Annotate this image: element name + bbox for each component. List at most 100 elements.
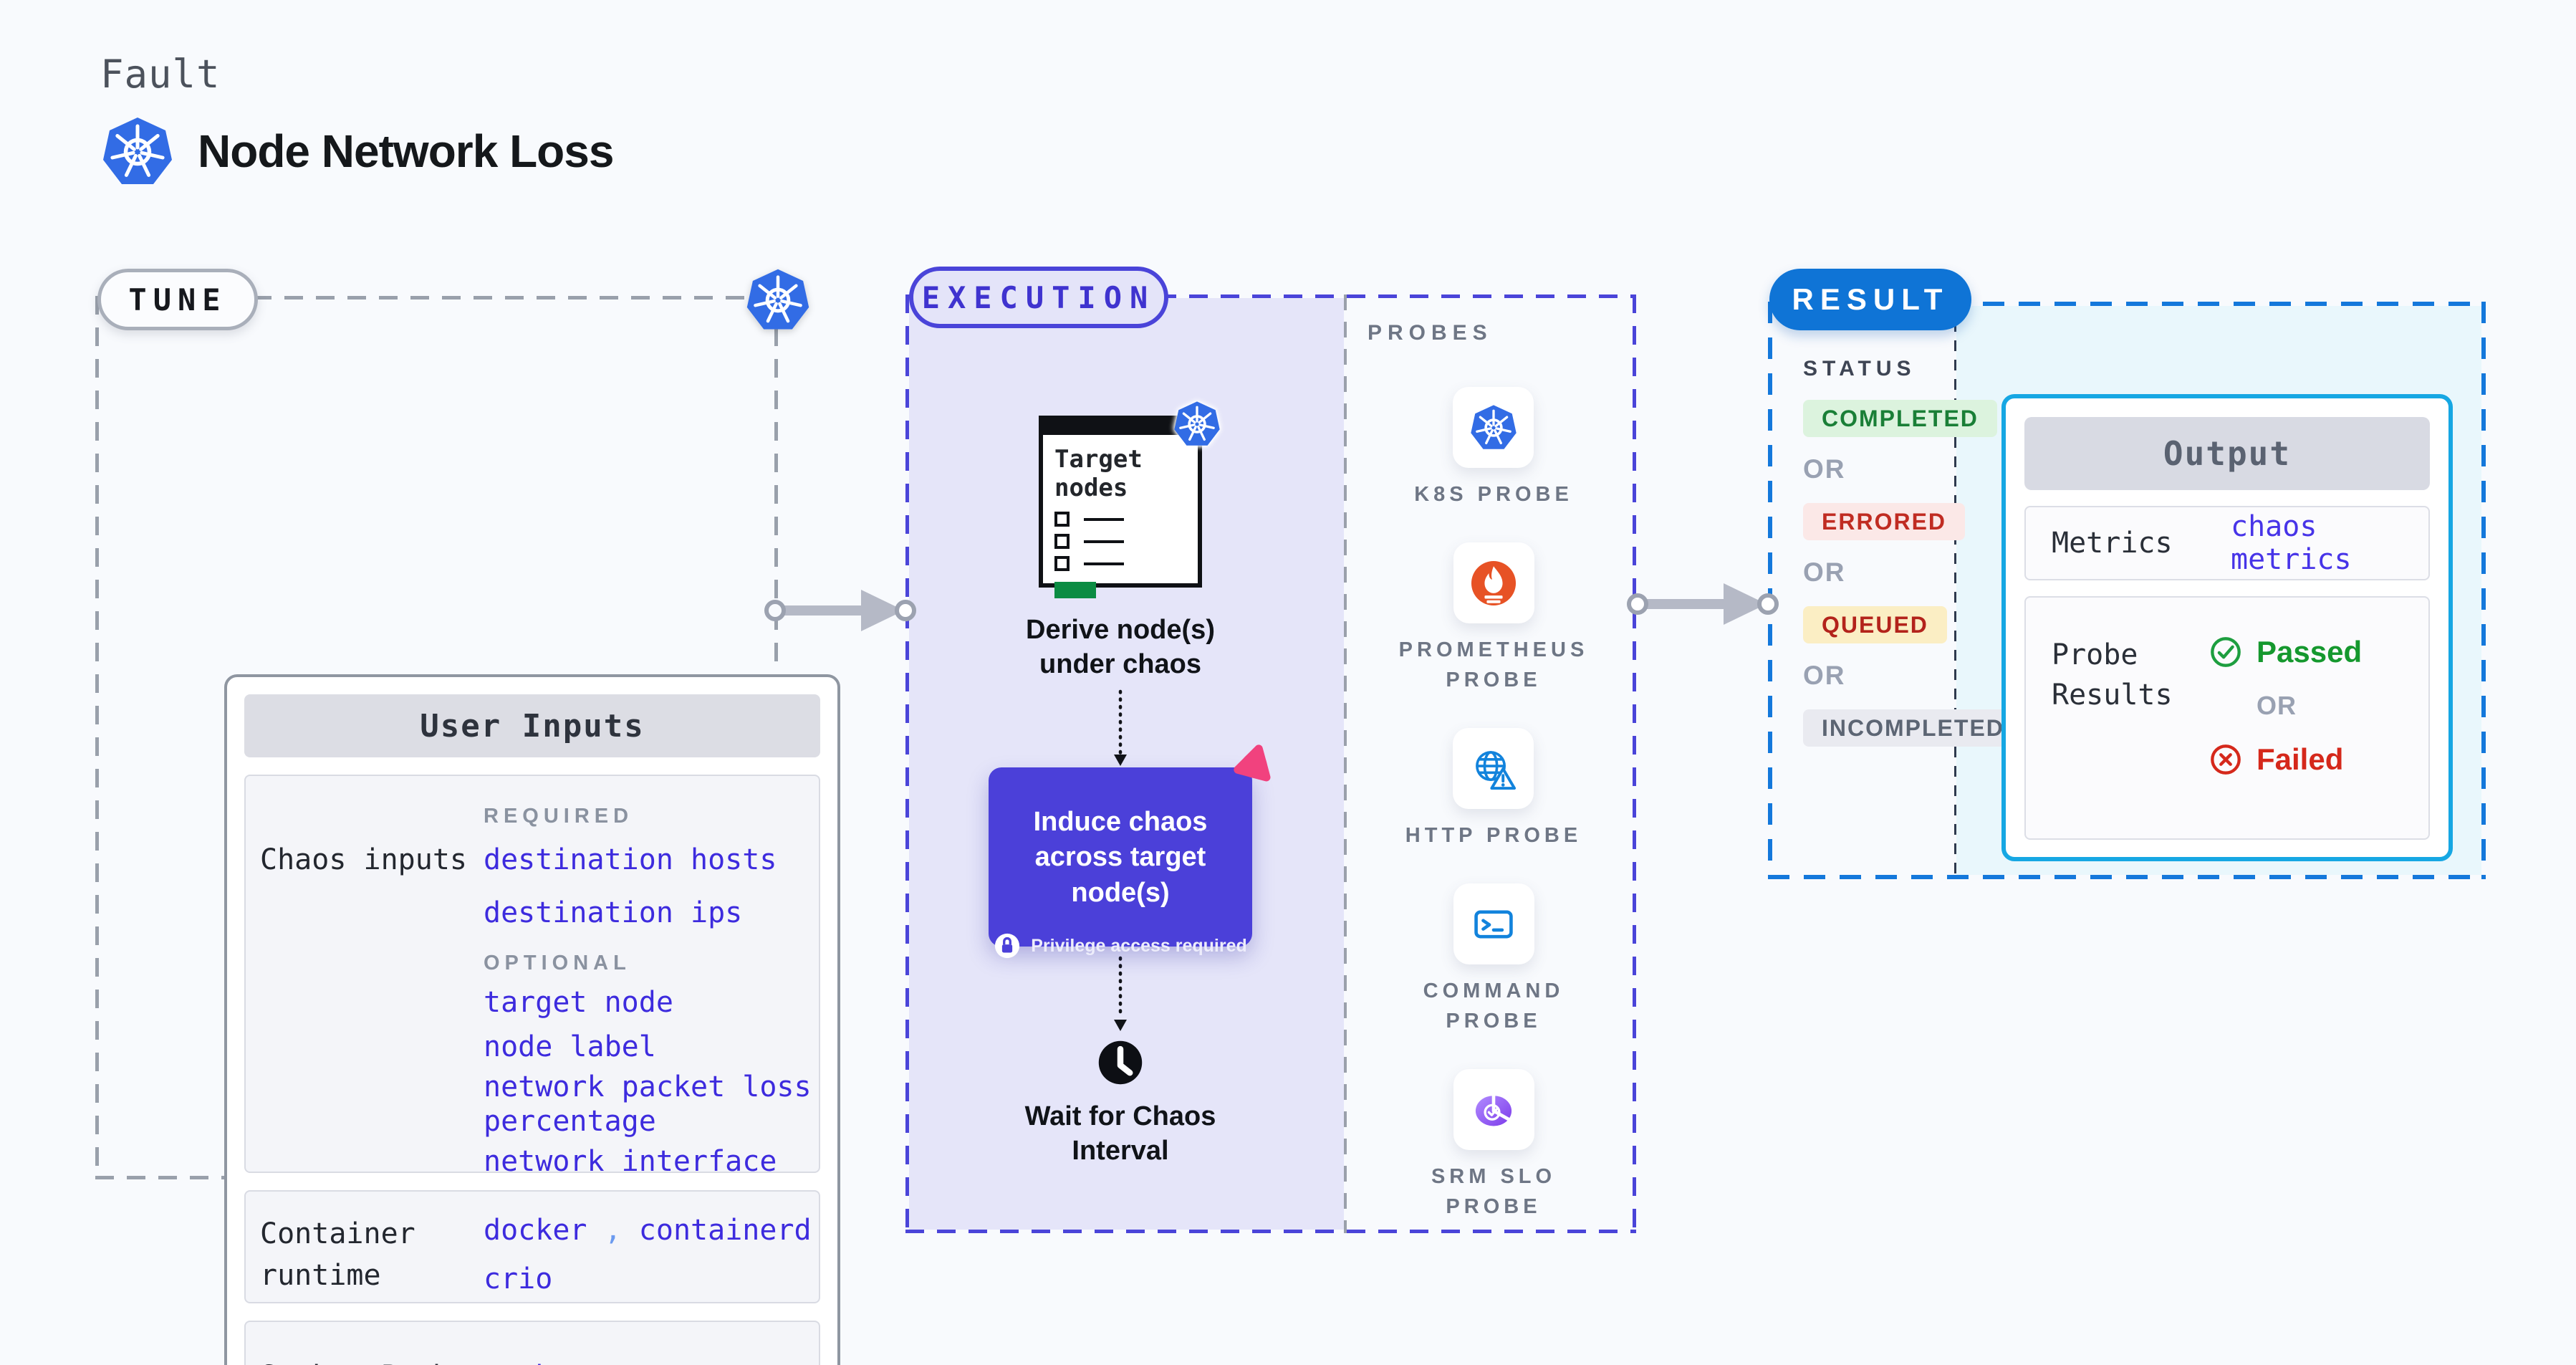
socket-path-row: Socket Path path name bbox=[244, 1321, 820, 1365]
link-destination-hosts[interactable]: destination hosts bbox=[484, 843, 777, 876]
output-header: Output bbox=[2024, 417, 2430, 490]
list-item: PROMETHEUS PROBE bbox=[1379, 542, 1608, 695]
lock-icon bbox=[995, 934, 1020, 959]
checkbox-row bbox=[1043, 530, 1198, 552]
user-inputs-header: User Inputs bbox=[244, 694, 820, 757]
privilege-note: Privilege access required bbox=[994, 932, 1247, 959]
probe-card bbox=[1453, 883, 1534, 965]
status-divider-line bbox=[1954, 302, 1956, 879]
result-badge: RESULT bbox=[1769, 269, 1971, 330]
arrow-right-connector bbox=[1627, 583, 1779, 625]
optional-label: OPTIONAL bbox=[484, 952, 631, 974]
target-nodes-title: Target nodes bbox=[1054, 445, 1143, 503]
link-network-interface[interactable]: network interface bbox=[484, 1145, 777, 1178]
metrics-label: Metrics bbox=[2052, 527, 2173, 560]
failed-result: Failed bbox=[2209, 742, 2362, 777]
probe-label: SRM SLO PROBE bbox=[1431, 1165, 1557, 1219]
litmus-chaos-icon bbox=[1234, 744, 1271, 782]
metrics-row: Metrics chaos metrics bbox=[2024, 506, 2430, 580]
probe-card bbox=[1453, 1069, 1534, 1151]
passed-result: Passed bbox=[2209, 635, 2362, 669]
dotted-arrow-down-icon bbox=[1114, 689, 1127, 766]
fault-kicker: Fault bbox=[100, 52, 221, 97]
required-label: REQUIRED bbox=[484, 805, 634, 828]
comma-separator: , bbox=[604, 1214, 622, 1247]
output-panel: Output Metrics chaos metrics Probe Resul… bbox=[2001, 394, 2453, 861]
list-item: COMMAND PROBE bbox=[1379, 883, 1608, 1036]
probe-results-row: Probe Results Passed OR Faile bbox=[2024, 596, 2430, 840]
kubernetes-icon bbox=[746, 267, 810, 334]
list-item: SRM SLO PROBE bbox=[1379, 1069, 1608, 1222]
line bbox=[1084, 517, 1124, 521]
or-label: OR bbox=[2257, 691, 2297, 720]
failed-label: Failed bbox=[2257, 742, 2344, 776]
http-globe-icon bbox=[1476, 750, 1517, 790]
x-circle-icon bbox=[2211, 744, 2241, 775]
check-circle-icon bbox=[2211, 637, 2241, 667]
checkbox-row bbox=[1043, 508, 1198, 530]
status-badge: INCOMPLETED bbox=[1803, 709, 2023, 747]
link-containerd[interactable]: containerd bbox=[638, 1214, 812, 1247]
execution-flow: Target nodes Derive node(s) under chaos … bbox=[984, 400, 1271, 1168]
wait-chaos-step: Wait for Chaos Interval bbox=[1024, 1101, 1216, 1166]
runtime-values-line: docker , containerd bbox=[484, 1213, 819, 1247]
status-column: STATUS COMPLETED OR ERRORED OR QUEUED OR… bbox=[1803, 357, 2023, 747]
green-button bbox=[1054, 582, 1096, 599]
user-inputs-panel: User Inputs Chaos inputs REQUIRED destin… bbox=[224, 674, 840, 1365]
probe-label: HTTP PROBE bbox=[1405, 824, 1582, 848]
passed-label: Passed bbox=[2257, 635, 2363, 669]
line bbox=[1084, 540, 1124, 543]
probe-card bbox=[1453, 387, 1534, 468]
derive-nodes-step: Derive node(s) under chaos bbox=[1026, 615, 1215, 679]
tune-section: User Inputs Chaos inputs REQUIRED destin… bbox=[95, 296, 840, 1365]
container-runtime-row: Container runtime docker , containerd cr… bbox=[244, 1190, 820, 1303]
chaos-inputs-row: Chaos inputs REQUIRED destination hosts … bbox=[244, 775, 820, 1178]
container-runtime-label: Container runtime bbox=[260, 1217, 415, 1292]
status-label: STATUS bbox=[1803, 357, 1916, 380]
status-badge: QUEUED bbox=[1803, 606, 1947, 643]
link-path-name[interactable]: path name bbox=[484, 1359, 819, 1365]
chaos-metrics-link[interactable]: chaos metrics bbox=[2231, 510, 2352, 576]
kubernetes-icon bbox=[1469, 403, 1517, 451]
page-title: Node Network Loss bbox=[198, 125, 614, 177]
link-docker[interactable]: docker bbox=[484, 1214, 587, 1247]
target-nodes-window: Target nodes bbox=[1039, 400, 1221, 599]
probe-card bbox=[1453, 542, 1534, 624]
link-node-label[interactable]: node label bbox=[484, 1030, 656, 1063]
link-target-node[interactable]: target node bbox=[484, 986, 673, 1019]
link-network-packet-loss-percentage[interactable]: network packet loss percentage bbox=[484, 1071, 812, 1138]
status-badge: ERRORED bbox=[1803, 503, 1966, 540]
socket-path-label: Socket Path bbox=[260, 1356, 484, 1365]
induce-chaos-box: Induce chaos across target node(s) Privi… bbox=[989, 744, 1271, 959]
status-badge: COMPLETED bbox=[1803, 400, 1997, 437]
checkbox-icon bbox=[1054, 534, 1070, 550]
privilege-note-text: Privilege access required bbox=[1031, 935, 1247, 956]
chaos-inputs-label: Chaos inputs bbox=[260, 843, 467, 876]
kubernetes-icon bbox=[102, 115, 173, 189]
prometheus-icon bbox=[1471, 560, 1517, 605]
link-destination-ips[interactable]: destination ips bbox=[484, 896, 743, 929]
terminal-icon bbox=[1474, 910, 1513, 939]
list-item: HTTP PROBE bbox=[1405, 728, 1582, 851]
probe-results-label: Probe Results bbox=[2052, 638, 2173, 712]
list-item: K8S PROBE bbox=[1414, 387, 1573, 509]
probes-divider-line bbox=[1344, 294, 1347, 1233]
execution-badge: EXECUTION bbox=[909, 267, 1168, 328]
link-crio[interactable]: crio bbox=[484, 1263, 553, 1295]
tune-badge: TUNE bbox=[97, 269, 258, 330]
induce-chaos-step: Induce chaos across target node(s) bbox=[1033, 807, 1208, 908]
or-label: OR bbox=[1803, 454, 1846, 484]
or-label: OR bbox=[1803, 661, 1846, 690]
kubernetes-icon bbox=[1173, 400, 1221, 447]
probes-label: PROBES bbox=[1368, 321, 1493, 345]
arrow-right-connector bbox=[764, 590, 916, 631]
probe-card bbox=[1453, 728, 1534, 810]
line bbox=[1084, 562, 1124, 565]
probe-label: COMMAND PROBE bbox=[1423, 980, 1565, 1033]
slo-donut-icon bbox=[1475, 1093, 1512, 1126]
clock-icon bbox=[1098, 1040, 1143, 1085]
checkbox-row bbox=[1043, 552, 1198, 575]
probe-label: K8S PROBE bbox=[1414, 483, 1573, 506]
checkbox-icon bbox=[1054, 556, 1070, 572]
